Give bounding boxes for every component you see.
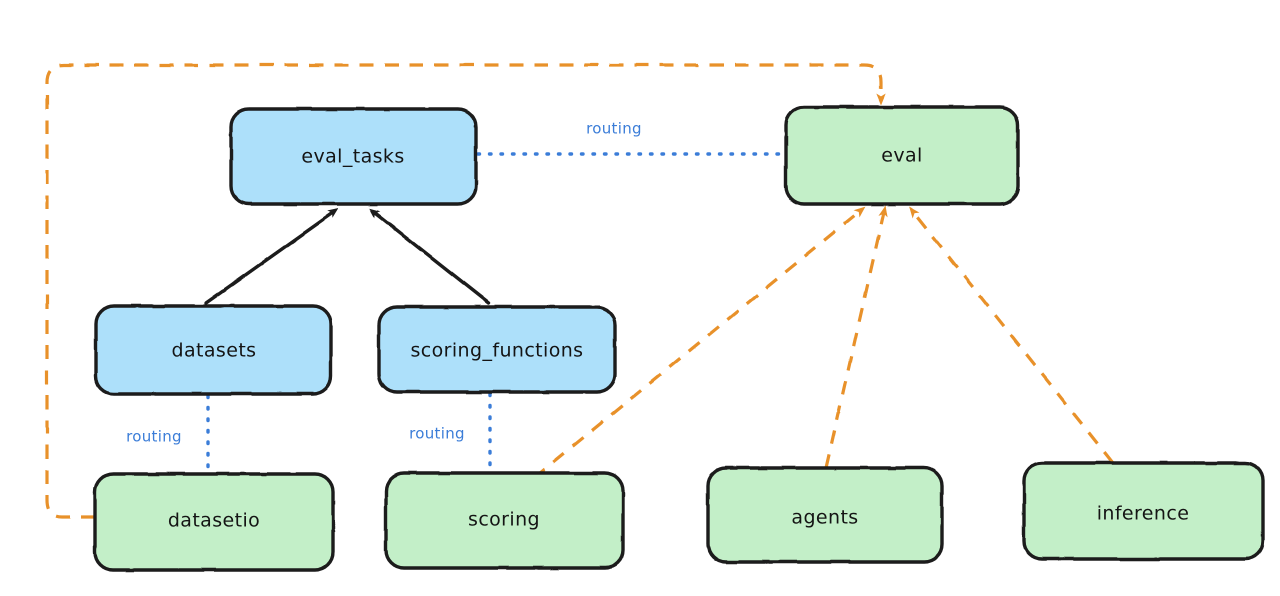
- edge-datasets-eval-tasks: [204, 208, 339, 305]
- node-eval-tasks-label: eval_tasks: [301, 146, 404, 168]
- edge-scoring-eval: [532, 206, 866, 480]
- node-scoring-functions[interactable]: scoring_functions: [377, 305, 617, 394]
- node-agents-label: agents: [791, 507, 858, 529]
- node-eval-label: eval: [881, 145, 922, 167]
- solid-edges-group: [204, 208, 491, 305]
- node-datasets-box[interactable]: [94, 304, 333, 396]
- node-scoring[interactable]: scoring: [384, 471, 625, 570]
- node-inference-box[interactable]: [1022, 461, 1265, 561]
- routing-edges-group: [206, 152, 786, 472]
- edge-scoring-functions-eval-tasks: [369, 208, 491, 305]
- edge-label-routing-scoring-functions: routing: [409, 425, 465, 443]
- node-agents[interactable]: agents: [706, 466, 944, 564]
- node-datasets-label: datasets: [172, 340, 257, 362]
- node-inference-label: inference: [1097, 503, 1190, 525]
- node-eval[interactable]: eval: [784, 105, 1020, 206]
- node-agents-box[interactable]: [706, 466, 944, 564]
- node-scoring-functions-box[interactable]: [377, 305, 617, 394]
- edge-inference-eval: [908, 206, 1115, 464]
- node-eval-tasks[interactable]: eval_tasks: [229, 107, 478, 206]
- node-scoring-label: scoring: [468, 509, 540, 531]
- node-datasetio-label: datasetio: [168, 510, 260, 532]
- node-eval-tasks-box[interactable]: [229, 107, 478, 206]
- node-datasetio-box[interactable]: [93, 472, 335, 572]
- node-datasetio[interactable]: datasetio: [93, 472, 335, 572]
- nodes-group: eval_tasks eval datasets scoring_functio…: [93, 105, 1265, 572]
- node-inference[interactable]: inference: [1022, 461, 1265, 561]
- edge-labels-group: routing routing routing: [126, 120, 642, 446]
- dependency-edges-group: [45, 63, 1115, 519]
- node-datasets[interactable]: datasets: [94, 304, 333, 396]
- node-eval-box[interactable]: [784, 105, 1020, 206]
- edge-agents-eval: [824, 205, 888, 469]
- node-scoring-functions-label: scoring_functions: [411, 340, 584, 362]
- edge-label-routing-eval-tasks: routing: [586, 120, 642, 138]
- edge-label-routing-datasets: routing: [126, 428, 182, 446]
- node-scoring-box[interactable]: [384, 471, 625, 570]
